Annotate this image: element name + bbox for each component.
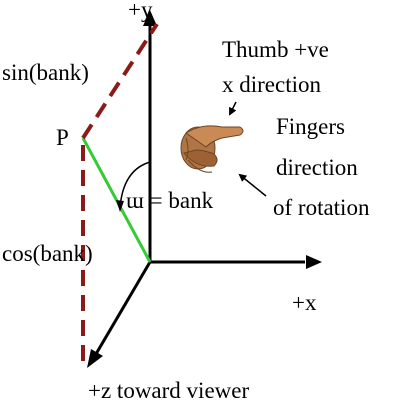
sin-projection-dashed — [81, 22, 159, 140]
fingers-label-line2: direction — [276, 155, 358, 180]
z-axis-arrowhead — [87, 349, 103, 368]
x-axis-arrowhead — [306, 255, 322, 269]
right-hand-icon — [180, 125, 244, 173]
angle-label: ɯ = bank — [126, 188, 214, 213]
thumb-label-line2: x direction — [222, 72, 321, 97]
bank-vector — [81, 137, 152, 263]
z-axis — [94, 261, 152, 355]
fingers-label-line1: Fingers — [276, 114, 345, 139]
fingers-pointer-arrow — [238, 173, 267, 197]
y-axis-label: +y — [128, 0, 153, 22]
z-axis-label: +z toward viewer — [88, 378, 250, 400]
fingers-label-line3: of rotation — [273, 195, 370, 220]
thumb-label-line1: Thumb +ve — [222, 37, 329, 62]
cos-label: cos(bank) — [2, 241, 93, 266]
thumb-pointer-arrow — [229, 101, 237, 116]
x-axis-label: +x — [292, 290, 317, 315]
sin-label: sin(bank) — [2, 60, 89, 85]
angle-arc-arrowhead — [116, 200, 124, 212]
y-axis-arrowhead — [143, 10, 157, 26]
point-p-label: P — [56, 125, 69, 150]
